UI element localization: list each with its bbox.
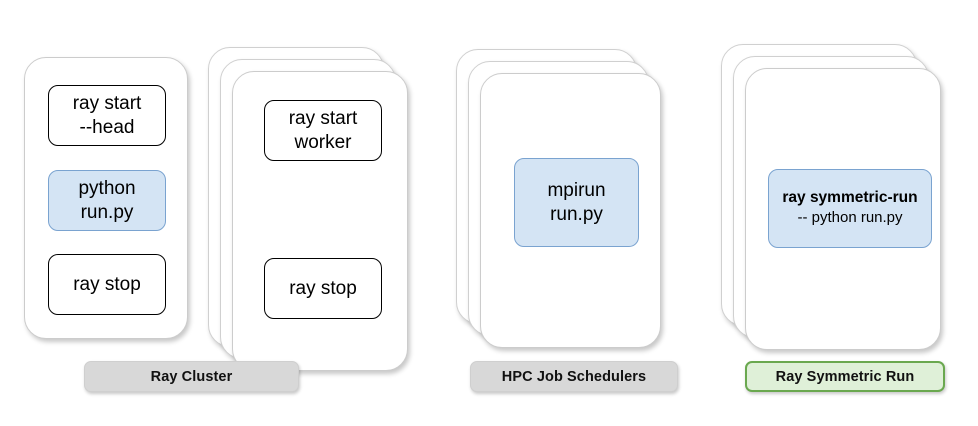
node-card-head-node: ray start --head python run.py ray stop bbox=[24, 57, 188, 339]
command-line-1: ray stop bbox=[289, 277, 357, 299]
command-line-2: run.py bbox=[80, 201, 134, 223]
command-box-ray-stop-worker[interactable]: ray stop bbox=[264, 258, 382, 319]
command-line-1: ray start bbox=[72, 93, 142, 115]
legend-hpc-job-schedulers: HPC Job Schedulers bbox=[470, 361, 678, 392]
command-line-1: ray start bbox=[288, 108, 358, 130]
command-line-main: ray symmetric-run bbox=[782, 189, 918, 207]
command-line-1: python bbox=[78, 178, 136, 200]
command-box-mpirun[interactable]: mpirun run.py bbox=[514, 158, 639, 247]
node-card-symmetric-nodes: ray symmetric-run -- python run.py bbox=[745, 68, 941, 350]
legend-label: Ray Symmetric Run bbox=[775, 368, 915, 385]
command-box-ray-start-worker[interactable]: ray start worker bbox=[264, 100, 382, 161]
command-line-2: --head bbox=[79, 116, 135, 138]
node-card-worker-nodes: ray start worker ray stop bbox=[232, 71, 408, 371]
legend-ray-symmetric-run: Ray Symmetric Run bbox=[745, 361, 945, 392]
legend-label: Ray Cluster bbox=[150, 368, 233, 385]
node-card-hpc-nodes: mpirun run.py bbox=[480, 73, 661, 348]
legend-label: HPC Job Schedulers bbox=[501, 368, 647, 385]
command-line-1: mpirun bbox=[547, 180, 606, 202]
command-line-2: run.py bbox=[550, 203, 603, 225]
command-line-2: worker bbox=[294, 131, 352, 153]
command-box-ray-stop-head[interactable]: ray stop bbox=[48, 254, 166, 315]
command-box-ray-start-head[interactable]: ray start --head bbox=[48, 85, 166, 146]
command-box-ray-symmetric-run[interactable]: ray symmetric-run -- python run.py bbox=[768, 169, 932, 248]
command-line-1: ray stop bbox=[73, 273, 141, 295]
command-box-python-run[interactable]: python run.py bbox=[48, 170, 166, 231]
legend-ray-cluster: Ray Cluster bbox=[84, 361, 299, 392]
command-line-sub: -- python run.py bbox=[797, 209, 903, 227]
